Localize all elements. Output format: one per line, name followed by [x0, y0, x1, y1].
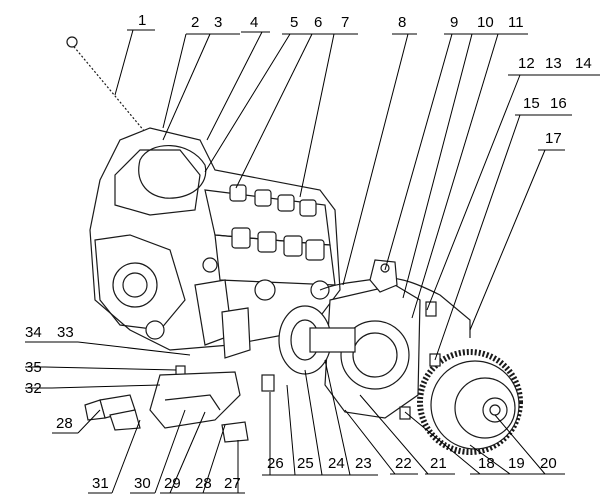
- mounting-bracket: [84, 371, 249, 443]
- label-4: 4: [250, 14, 258, 31]
- label-5: 5: [290, 14, 298, 31]
- adapter-plate: [324, 259, 421, 419]
- label-27: 27: [224, 475, 241, 492]
- label-10: 10: [477, 14, 494, 31]
- label-3: 3: [214, 14, 222, 31]
- label-16: 16: [550, 95, 567, 112]
- label-23: 23: [355, 455, 372, 472]
- label-28-bottom: 28: [195, 475, 212, 492]
- label-19: 19: [508, 455, 525, 472]
- label-11: 11: [508, 14, 524, 31]
- leader-lines: [25, 29, 600, 494]
- label-30: 30: [134, 475, 151, 492]
- label-12: 12: [518, 55, 535, 72]
- callout-labels: 1 2 3 4 5 6 7 8 9 10 11 12 13 14 15 16 1…: [25, 12, 592, 492]
- label-20: 20: [540, 455, 557, 472]
- label-31: 31: [92, 475, 109, 492]
- label-13: 13: [545, 55, 562, 72]
- label-8: 8: [398, 14, 406, 31]
- label-2: 2: [191, 14, 199, 31]
- label-33: 33: [57, 324, 74, 341]
- label-22: 22: [395, 455, 412, 472]
- label-26: 26: [267, 455, 284, 472]
- label-25: 25: [297, 455, 314, 472]
- label-21: 21: [430, 455, 447, 472]
- label-15: 15: [523, 95, 540, 112]
- label-6: 6: [314, 14, 322, 31]
- label-7: 7: [341, 14, 349, 31]
- label-9: 9: [450, 14, 458, 31]
- label-14: 14: [575, 55, 592, 72]
- label-28-left: 28: [56, 415, 73, 432]
- label-35: 35: [25, 359, 42, 376]
- pump-body: [89, 127, 341, 359]
- label-18: 18: [478, 455, 495, 472]
- label-24: 24: [328, 455, 345, 472]
- label-34: 34: [25, 324, 42, 341]
- control-lever-rod: [66, 36, 152, 140]
- label-17: 17: [545, 130, 562, 147]
- label-29: 29: [164, 475, 181, 492]
- label-1: 1: [138, 12, 146, 29]
- delivery-valves: [229, 184, 325, 261]
- label-32: 32: [25, 380, 42, 397]
- drive-coupling: [278, 305, 356, 375]
- drive-gear: [417, 349, 523, 455]
